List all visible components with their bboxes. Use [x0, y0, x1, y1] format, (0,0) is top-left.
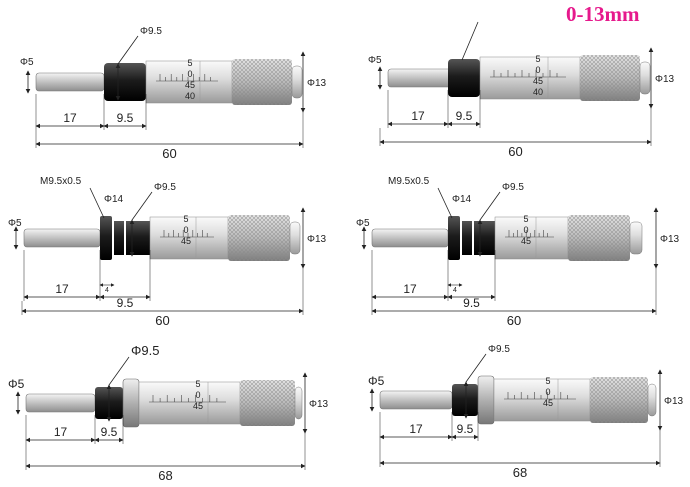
- scale-mark: 45: [181, 236, 191, 246]
- spindle: [25, 393, 96, 413]
- flange-diameter-label: Φ14: [452, 194, 472, 205]
- spindle: [35, 72, 105, 92]
- sleeve-length-label: 9.5: [463, 296, 480, 310]
- scale-mark: 0: [195, 390, 200, 400]
- scale-mark: 5: [545, 376, 550, 386]
- scale-mark: 5: [183, 214, 188, 224]
- scale-mark: 5: [195, 379, 200, 389]
- scale-mark: 45: [521, 236, 531, 246]
- sleeve-length-label: 9.5: [456, 109, 473, 123]
- spindle-length-label: 17: [63, 111, 77, 125]
- spindle-diameter-label: Φ5: [8, 218, 22, 229]
- scale-mark: 45: [543, 398, 553, 408]
- spindle-diameter-label: Φ5: [368, 374, 385, 388]
- lock-ring: [477, 375, 495, 425]
- sleeve-diameter-label: Φ9.5: [488, 344, 510, 355]
- spindle-diameter-label: Φ5: [8, 377, 25, 391]
- end-cap: [294, 386, 303, 420]
- scale-mark: 5: [523, 214, 528, 224]
- sleeve: [448, 59, 480, 97]
- barrel: [145, 60, 233, 104]
- scale-mark: 45: [533, 76, 543, 86]
- total-length-label: 68: [513, 465, 527, 480]
- spindle-length-label: 17: [409, 422, 423, 436]
- sleeve-diameter-label: Φ9.5: [154, 182, 176, 193]
- sleeve: [104, 63, 146, 101]
- spindle-diameter-label: Φ5: [356, 218, 370, 229]
- total-length-label: 60: [162, 146, 176, 161]
- lock-ring: [122, 378, 140, 428]
- barrel-diameter-label: Φ13: [307, 234, 327, 245]
- total-length-label: 68: [158, 468, 172, 483]
- flange-width-label: 4: [453, 287, 457, 294]
- sleeve: [474, 221, 495, 255]
- scale-mark: 0: [183, 225, 188, 235]
- sleeve-length-label: 9.5: [117, 296, 134, 310]
- scale-mark: 0: [523, 225, 528, 235]
- scale-mark: 40: [185, 91, 195, 101]
- spindle-diameter-label: Φ5: [20, 57, 34, 68]
- barrel-diameter-label: Φ13: [660, 234, 680, 245]
- flange-ring: [114, 221, 124, 255]
- sleeve-length-label: 9.5: [457, 422, 474, 436]
- sleeve-length-label: 9.5: [117, 111, 134, 125]
- barrel: [494, 216, 569, 260]
- sleeve-diameter-label: Φ9.5: [502, 182, 524, 193]
- barrel-diameter-label: Φ13: [664, 396, 684, 407]
- range-label: 0-13mm: [566, 2, 640, 26]
- end-cap: [647, 383, 657, 417]
- total-length-label: 60: [155, 313, 169, 328]
- total-length-label: 60: [508, 144, 522, 159]
- sleeve-diameter-label: Φ9.5: [131, 343, 159, 358]
- flange-nut: [100, 216, 112, 260]
- flange-ring: [462, 221, 472, 255]
- flange-nut: [448, 216, 460, 260]
- spindle: [379, 390, 453, 410]
- barrel: [138, 381, 241, 425]
- end-cap: [639, 61, 651, 95]
- end-cap: [629, 221, 643, 255]
- spindle-length-label: 17: [55, 282, 69, 296]
- scale-mark: 40: [533, 87, 543, 97]
- end-cap: [291, 65, 303, 99]
- sleeve-diameter-label: Φ9.5: [140, 26, 162, 37]
- spindle-length-label: 17: [54, 425, 68, 439]
- scale-mark: 5: [535, 54, 540, 64]
- sleeve-length-label: 9.5: [101, 425, 118, 439]
- scale-mark: 0: [545, 387, 550, 397]
- thread-label: M9.5x0.5: [40, 176, 82, 187]
- flange-width-label: 4: [105, 287, 109, 294]
- sleeve: [452, 384, 478, 416]
- spindle-length-label: 17: [411, 109, 425, 123]
- barrel: [479, 56, 581, 100]
- scale-mark: 0: [535, 65, 540, 75]
- spindle: [387, 68, 456, 88]
- total-length-label: 60: [507, 313, 521, 328]
- barrel-diameter-label: Φ13: [307, 78, 327, 89]
- spindle: [371, 228, 449, 248]
- scale-mark: 45: [193, 401, 203, 411]
- sleeve: [126, 221, 150, 255]
- spindle-length-label: 17: [403, 282, 417, 296]
- flange-diameter-label: Φ14: [104, 194, 124, 205]
- scale-mark: 5: [187, 58, 192, 68]
- barrel: [149, 216, 229, 260]
- spindle-diameter-label: Φ5: [368, 55, 382, 66]
- end-cap: [289, 221, 301, 255]
- barrel-diameter-label: Φ13: [655, 74, 675, 85]
- scale-mark: 0: [187, 69, 192, 79]
- barrel-diameter-label: Φ13: [309, 399, 329, 410]
- spindle: [23, 228, 101, 248]
- thread-label: M9.5x0.5: [388, 176, 430, 187]
- scale-mark: 45: [185, 80, 195, 90]
